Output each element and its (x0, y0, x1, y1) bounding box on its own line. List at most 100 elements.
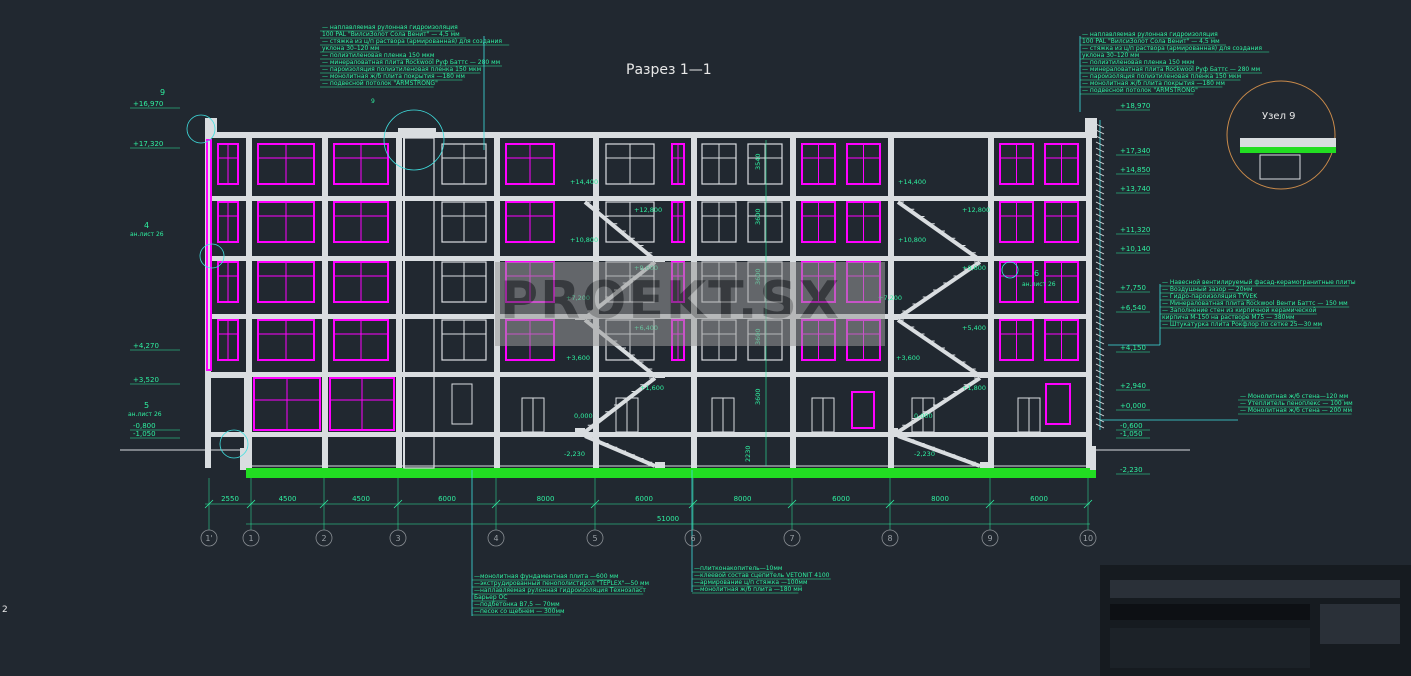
dim-tick (393, 499, 403, 509)
facade-hatch (1095, 309, 1105, 315)
facade-hatch (1095, 381, 1105, 387)
roof-spec-note: — минераловатная плита Rockwool Руф Батт… (322, 59, 500, 66)
dim-tick (1083, 499, 1093, 509)
facade-hatch (1095, 363, 1105, 369)
level-mark: +12,800 (962, 206, 990, 214)
facade-hatch (1095, 201, 1105, 207)
dim-tick (985, 499, 995, 509)
facade-hatch (1095, 147, 1105, 153)
axis-bubble (389, 529, 407, 547)
axis-bubble (981, 529, 999, 547)
title-block (1100, 565, 1411, 676)
facade-hatch (1095, 171, 1105, 177)
floor-spec-note: —подбетонка В7,5 — 70мм (474, 601, 560, 608)
facade-hatch (1095, 189, 1105, 195)
roof-spec-note: — наплавляемая рулонная гидроизоляция (1082, 31, 1218, 38)
dim-tick (885, 499, 895, 509)
axis-label: 1 (248, 534, 253, 543)
node-callout: 6 (1034, 269, 1039, 278)
level-mark: +4,270 (133, 342, 159, 350)
watermark-backdrop (495, 262, 885, 346)
axis-label: 1' (205, 534, 212, 543)
facade-hatch (1095, 153, 1105, 159)
dim-span: 8000 (734, 495, 752, 503)
axis-bubble (586, 529, 604, 547)
wall-spec-note: — Навесной вентилируемый фасад-керамогра… (1162, 279, 1356, 286)
facade-hatch (1095, 237, 1105, 243)
floor-spec-note: —плитконакопитель—10мм (694, 565, 782, 572)
floor-spec-note: —экструдированный пенополистирол "TEPLEX… (474, 580, 649, 587)
base-spec-note: — Утеплитель пеноплекс — 100 мм (1240, 400, 1353, 407)
facade-hatch (1095, 267, 1105, 273)
dim-tick (246, 499, 256, 509)
roof-spec-note: — пароизоляция полиэтиленовая пленка 150… (322, 66, 481, 73)
node-label: Узел 9 (1262, 111, 1296, 122)
facade-hatch (1095, 129, 1105, 135)
node-callout: 9 (160, 88, 165, 97)
floor-slab (205, 372, 1090, 377)
node-callout-circle (199, 243, 225, 269)
node-callout-circle (383, 109, 445, 171)
wall-spec-note: — Минераловатная плита Rockwool Венти Ба… (1162, 300, 1348, 307)
axis-bubble (881, 529, 899, 547)
dim-span: 6000 (635, 495, 653, 503)
wall-spec-note: — Воздушный зазор — 20мм (1162, 286, 1253, 293)
stair-landing (888, 428, 898, 434)
level-mark: +4,150 (1120, 344, 1146, 352)
axis-label: 7 (789, 534, 794, 543)
stair-landing (980, 462, 990, 468)
floor-spec-note: —клеевой состав сцепитель VETONIT 4100 (694, 572, 830, 579)
title-block-row (1110, 580, 1400, 598)
axis-label: 5 (592, 534, 597, 543)
axis-label: 8 (887, 534, 892, 543)
node-parapet (1259, 154, 1301, 180)
window (451, 383, 473, 425)
facade-hatch (1095, 165, 1105, 171)
level-mark: +3,520 (133, 376, 159, 384)
roof-spec-note: — минераловатная плита Rockwool Руф Батт… (1082, 66, 1260, 73)
dim-span: 6000 (1030, 495, 1048, 503)
facade-hatch (1095, 393, 1105, 399)
facade-hatch (1095, 285, 1105, 291)
stair-landing (980, 256, 990, 262)
dim-span: 2550 (221, 495, 239, 503)
level-mark: +9,600 (962, 264, 986, 272)
floor-spec-note: —наплавляемая рулонная гидроизоляция Тех… (474, 587, 646, 594)
page-number: 2 (2, 605, 8, 615)
facade-hatch (1095, 243, 1105, 249)
dim-tick (590, 499, 600, 509)
roof-spec-note: — подвесной потолок "ARMSTRONG" (1082, 87, 1198, 94)
floor-height: 3540 (754, 153, 762, 170)
level-mark: +11,320 (1120, 226, 1150, 234)
facade-hatch (1095, 315, 1105, 321)
base-spec-note: — Монолитная ж/б стена — 200 мм (1240, 407, 1352, 414)
facade-hatch (1095, 225, 1105, 231)
wall-spec-note: — Заполнение стен из кирпичной керамичес… (1162, 307, 1316, 314)
axis-label: 10 (1083, 534, 1093, 543)
level-mark: -1,050 (133, 430, 156, 438)
node-callout: 4 (144, 221, 149, 230)
level-mark: -1,050 (1120, 430, 1143, 438)
facade-hatch (1095, 327, 1105, 333)
level-mark: +13,740 (1120, 185, 1150, 193)
facade-hatch (1095, 213, 1105, 219)
floor-slab (205, 432, 1090, 437)
parapet-right (1085, 118, 1097, 138)
stair-landing (655, 372, 665, 378)
facade-hatch (1095, 207, 1105, 213)
annotations-layer: — наплавляемая рулонная гидроизоляция 100… (128, 24, 1356, 616)
roof-spec-note: 100 PAL "ВилсиЗолот Сола Венит" — 4,5 мм (322, 31, 460, 38)
level-mark: -2,230 (914, 450, 935, 458)
roof-spec-note: — стяжка из ц/п раствора (армированная) … (322, 38, 502, 45)
node-roof-slab (1240, 138, 1336, 147)
dim-span: 8000 (931, 495, 949, 503)
node-callout: 9 (371, 98, 375, 105)
facade-hatch (1095, 423, 1105, 429)
dim-tick (204, 499, 214, 509)
foundation-wall-left (240, 448, 246, 470)
level-mark: +12,800 (634, 206, 662, 214)
dim-span: 6000 (438, 495, 456, 503)
axis-label: 6 (690, 534, 695, 543)
title-block-cell (1110, 628, 1310, 668)
